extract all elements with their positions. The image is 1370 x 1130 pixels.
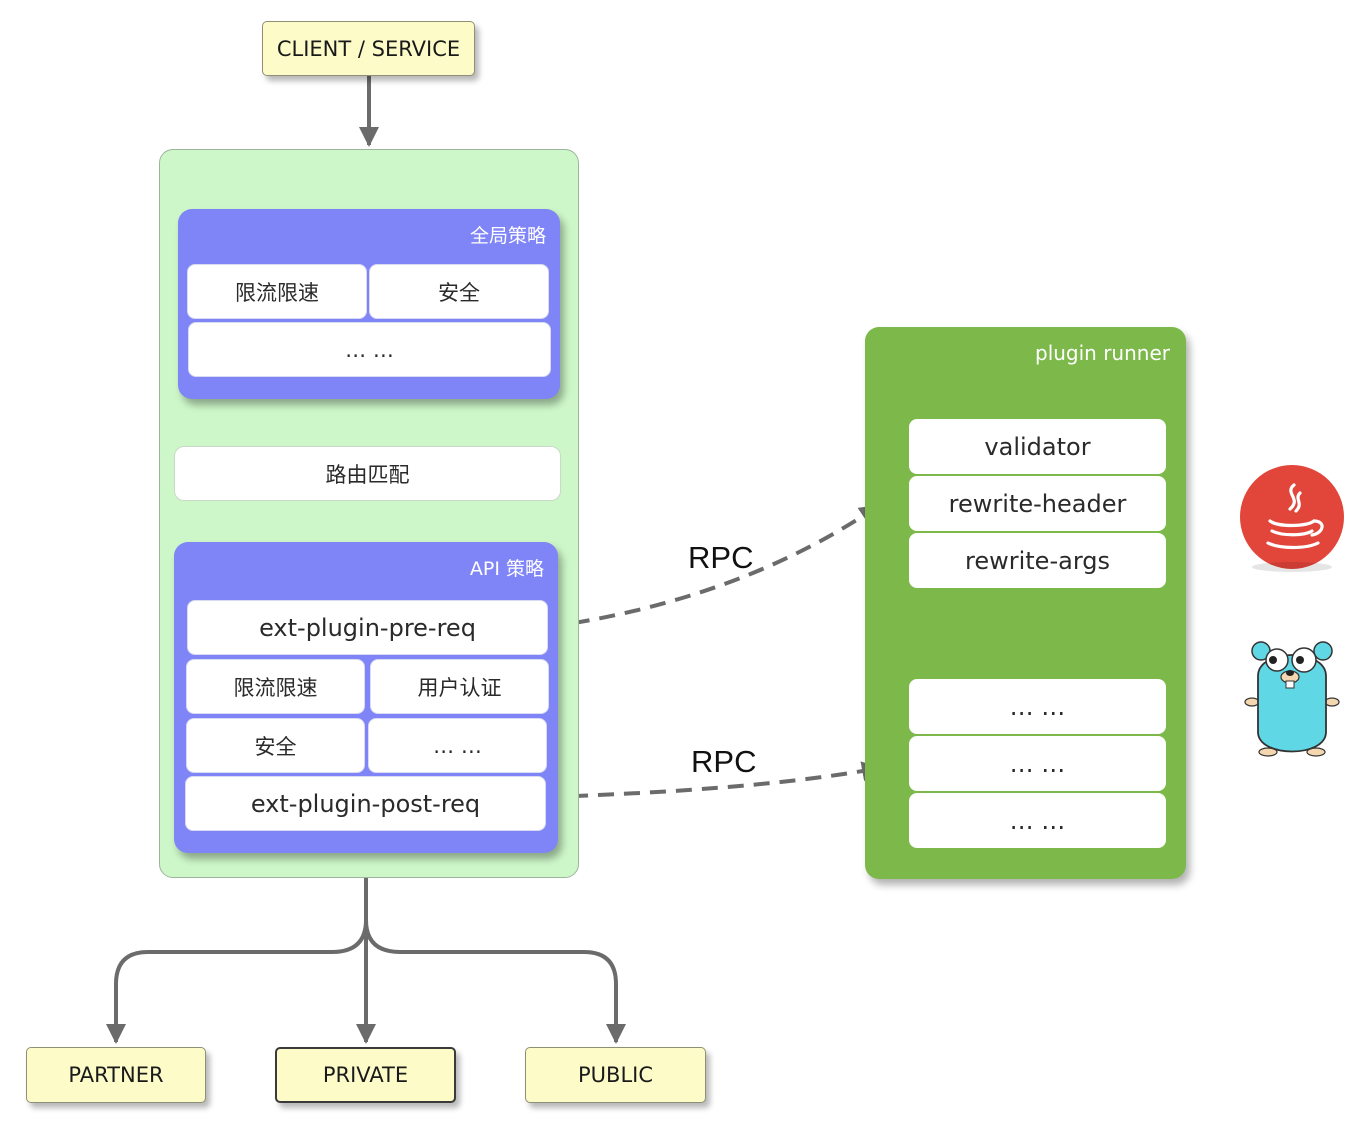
api-policy-more: … … [368, 718, 547, 773]
go-gopher-icon [1244, 641, 1340, 757]
global-policy-security: 安全 [369, 264, 549, 319]
api-policy-rate-limit: 限流限速 [186, 659, 365, 714]
java-icon [1240, 465, 1344, 572]
route-match-box: 路由匹配 [174, 446, 561, 501]
runner-validator: validator [909, 419, 1166, 474]
api-policy-panel: API 策略 ext-plugin-pre-req 限流限速 用户认证 安全 …… [174, 542, 558, 853]
api-policy-security: 安全 [186, 718, 365, 773]
target-partner-label: PARTNER [68, 1063, 164, 1087]
fanout-partner [106, 878, 368, 1044]
plugin-runner-panel: plugin runner validator rewrite-header r… [865, 327, 1186, 879]
target-public-label: PUBLIC [578, 1063, 653, 1087]
global-policy-title: 全局策略 [469, 225, 546, 247]
runner-more-1: … … [909, 679, 1166, 734]
target-private-box: PRIVATE [275, 1047, 456, 1103]
fanout-public [364, 919, 626, 1044]
api-policy-title: API 策略 [469, 558, 544, 580]
route-match-label: 路由匹配 [325, 462, 410, 487]
global-policy-more: … … [188, 322, 551, 377]
target-public-box: PUBLIC [525, 1047, 706, 1103]
target-private-label: PRIVATE [322, 1063, 409, 1087]
rpc-label-pre: RPC [688, 540, 754, 575]
global-policy-rate-limit: 限流限速 [187, 264, 367, 319]
runner-more-2: … … [909, 736, 1166, 791]
plugin-runner-title: plugin runner [1035, 341, 1170, 365]
runner-rewrite-header: rewrite-header [909, 476, 1166, 531]
client-service-box: CLIENT / SERVICE [262, 21, 475, 76]
global-policy-panel: 全局策略 限流限速 安全 … … [178, 209, 560, 399]
target-partner-box: PARTNER [26, 1047, 206, 1103]
client-service-label: CLIENT / SERVICE [276, 36, 461, 61]
rpc-curve-pre [547, 504, 880, 629]
runner-more-3: … … [909, 793, 1166, 848]
api-policy-auth: 用户认证 [370, 659, 549, 714]
rpc-curve-post [545, 761, 882, 799]
fanout-arrows [106, 878, 626, 1044]
ext-plugin-post-req: ext-plugin-post-req [185, 776, 546, 831]
ext-plugin-pre-req: ext-plugin-pre-req [187, 600, 548, 655]
rpc-label-post: RPC [691, 744, 757, 779]
runner-rewrite-args: rewrite-args [909, 533, 1166, 588]
